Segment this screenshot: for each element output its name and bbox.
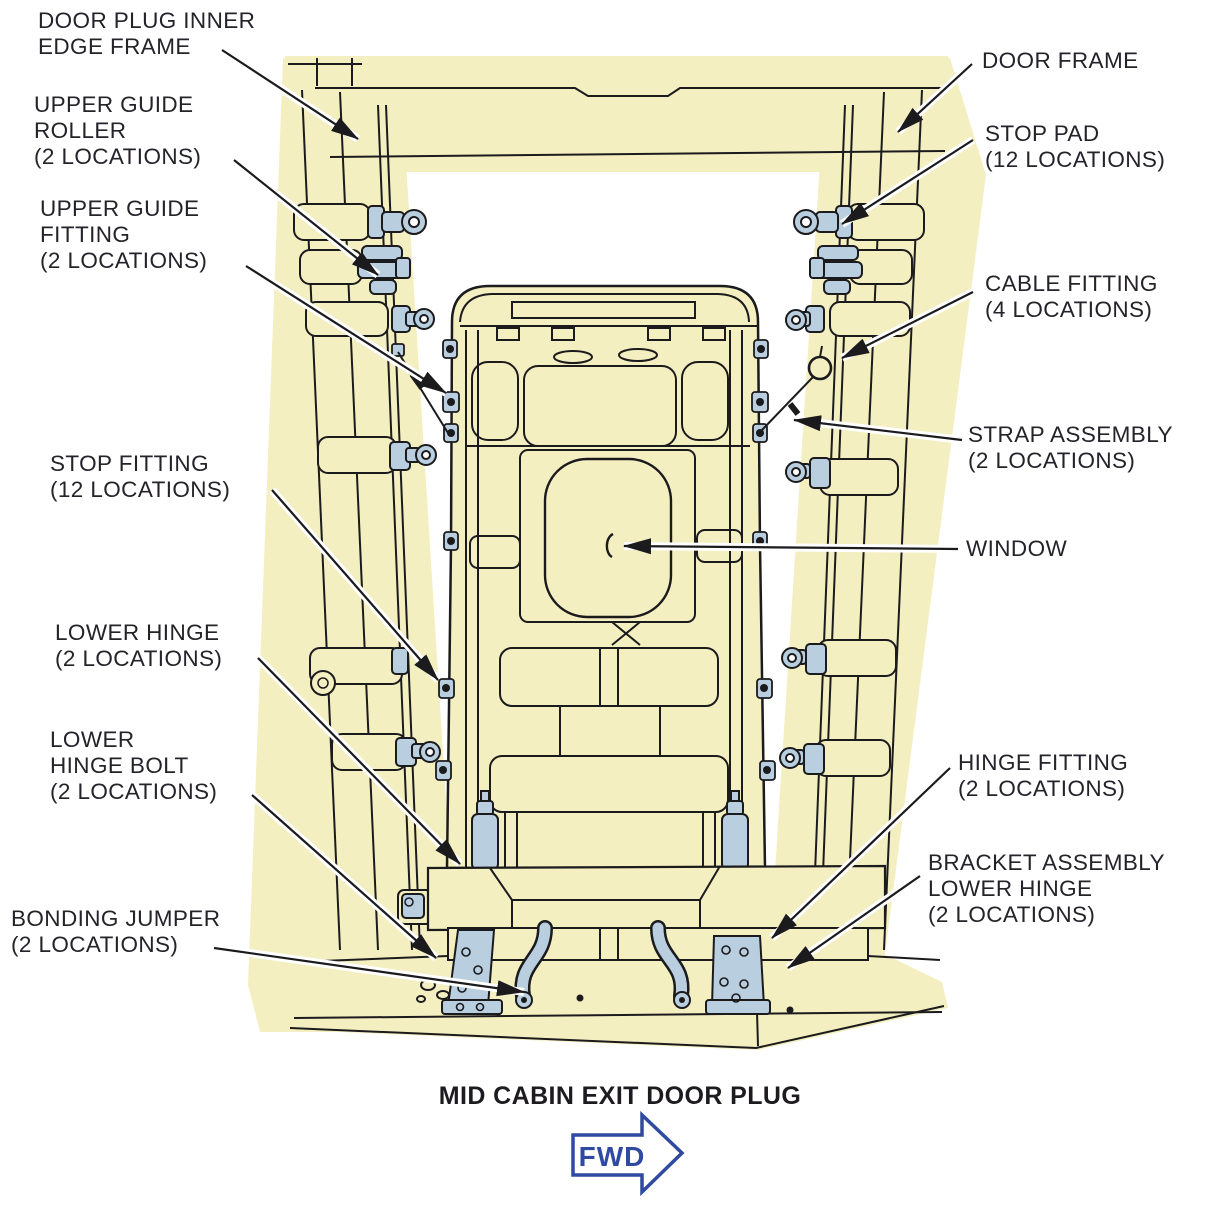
label-line: UPPER GUIDE <box>34 92 194 117</box>
stop-fitting-right-3 <box>781 643 827 675</box>
label-lower-hinge: LOWER HINGE (2 LOCATIONS) <box>55 620 222 672</box>
leader-cable-fitting <box>840 288 975 362</box>
label-line: DOOR PLUG INNER <box>38 8 256 33</box>
label-line: (2 LOCATIONS) <box>958 776 1126 801</box>
stop-fitting-left-3 <box>391 647 409 675</box>
leader-lines <box>213 46 976 997</box>
label-line: (2 LOCATIONS) <box>968 448 1136 473</box>
label-line: HINGE FITTING <box>958 750 1129 775</box>
label-door-plug-inner-edge-frame: DOOR PLUG INNER EDGE FRAME <box>38 8 255 60</box>
label-window: WINDOW <box>966 536 1067 562</box>
label-line: HINGE BOLT <box>50 753 189 778</box>
upper-guide-fitting-right <box>809 245 863 295</box>
stop-fitting-left-1 <box>391 305 435 333</box>
label-lower-hinge-bolt: LOWER HINGE BOLT (2 LOCATIONS) <box>50 727 217 805</box>
leader-door-frame <box>895 61 975 135</box>
label-line: DOOR FRAME <box>982 48 1139 73</box>
label-door-frame: DOOR FRAME <box>982 48 1139 74</box>
door-plug <box>445 284 767 870</box>
label-hinge-fitting: HINGE FITTING (2 LOCATIONS) <box>958 750 1128 802</box>
label-upper-guide-roller: UPPER GUIDE ROLLER (2 LOCATIONS) <box>34 92 201 170</box>
fwd-arrow: FWD <box>571 1110 685 1197</box>
door-plug-edge-clips <box>435 339 776 781</box>
upper-guide-roller-fitting-left <box>367 205 427 239</box>
leader-hinge-fitting <box>769 765 953 941</box>
label-line: BONDING JUMPER <box>11 906 221 931</box>
label-line: (2 LOCATIONS) <box>928 902 1096 927</box>
label-line: (2 LOCATIONS) <box>55 646 223 671</box>
leader-lower-hinge <box>255 655 463 867</box>
label-line: STOP FITTING <box>50 451 209 476</box>
label-line: (2 LOCATIONS) <box>11 932 179 957</box>
left-door-frame-pillar <box>293 89 421 951</box>
label-line: STOP PAD <box>985 121 1100 146</box>
window-panel <box>519 449 696 623</box>
top-slot <box>511 301 696 319</box>
leader-upper-guide-roller <box>231 156 381 279</box>
stop-fitting-right-4 <box>779 743 825 775</box>
leader-door-plug-inner-edge-frame <box>219 46 361 143</box>
stop-fitting-left-4 <box>395 737 441 767</box>
diagram-caption: MID CABIN EXIT DOOR PLUG <box>438 1082 802 1110</box>
leader-lower-hinge-bolt <box>249 792 439 961</box>
label-strap-assembly: STRAP ASSEMBLY (2 LOCATIONS) <box>968 422 1173 474</box>
leader-strap-assembly <box>793 415 963 444</box>
lower-hinge-right <box>721 813 749 871</box>
label-bonding-jumper: BONDING JUMPER (2 LOCATIONS) <box>11 906 220 958</box>
label-line: (12 LOCATIONS) <box>50 477 231 502</box>
label-line: (2 LOCATIONS) <box>50 779 218 804</box>
lower-hinge-left <box>471 813 499 871</box>
label-upper-guide-fitting: UPPER GUIDE FITTING (2 LOCATIONS) <box>40 196 207 274</box>
label-line: LOWER HINGE <box>928 876 1093 901</box>
leader-bracket-assembly-lower-hinge <box>785 872 923 972</box>
right-door-frame-pillar <box>811 89 925 951</box>
label-bracket-assembly-lower-hinge: BRACKET ASSEMBLY LOWER HINGE (2 LOCATION… <box>928 850 1165 928</box>
label-line: UPPER GUIDE <box>40 196 200 221</box>
label-line: EDGE FRAME <box>38 34 191 59</box>
window-center-mark <box>605 532 614 559</box>
fwd-label: FWD <box>579 1141 646 1172</box>
label-line: (12 LOCATIONS) <box>985 147 1166 172</box>
stop-fitting-right-2 <box>785 457 831 489</box>
label-line: (4 LOCATIONS) <box>985 297 1153 322</box>
label-line: STRAP ASSEMBLY <box>968 422 1173 447</box>
leader-stop-pad <box>839 136 976 228</box>
leader-stop-fitting <box>268 487 442 683</box>
leader-bonding-jumper <box>213 944 525 997</box>
stop-arm-knob <box>310 670 336 696</box>
label-cable-fitting: CABLE FITTING (4 LOCATIONS) <box>985 271 1158 323</box>
label-line: ROLLER <box>34 118 127 143</box>
label-line: CABLE FITTING <box>985 271 1158 296</box>
label-line: LOWER HINGE <box>55 620 220 645</box>
leader-upper-guide-fitting <box>243 262 449 397</box>
bonding-jumper-right <box>650 920 691 1009</box>
lower-hinge-assembly <box>397 790 887 1015</box>
stop-fitting-right-1 <box>785 305 825 333</box>
label-line: FITTING <box>40 222 131 247</box>
stop-fitting-left-2 <box>389 441 437 471</box>
label-stop-fitting: STOP FITTING (12 LOCATIONS) <box>50 451 230 503</box>
label-stop-pad: STOP PAD (12 LOCATIONS) <box>985 121 1165 173</box>
label-line: WINDOW <box>966 536 1068 561</box>
label-line: LOWER <box>50 727 135 752</box>
label-line: (2 LOCATIONS) <box>40 248 208 273</box>
leader-window <box>623 538 959 555</box>
label-line: BRACKET ASSEMBLY <box>928 850 1165 875</box>
label-line: (2 LOCATIONS) <box>34 144 202 169</box>
strap-assembly-right <box>761 345 833 431</box>
